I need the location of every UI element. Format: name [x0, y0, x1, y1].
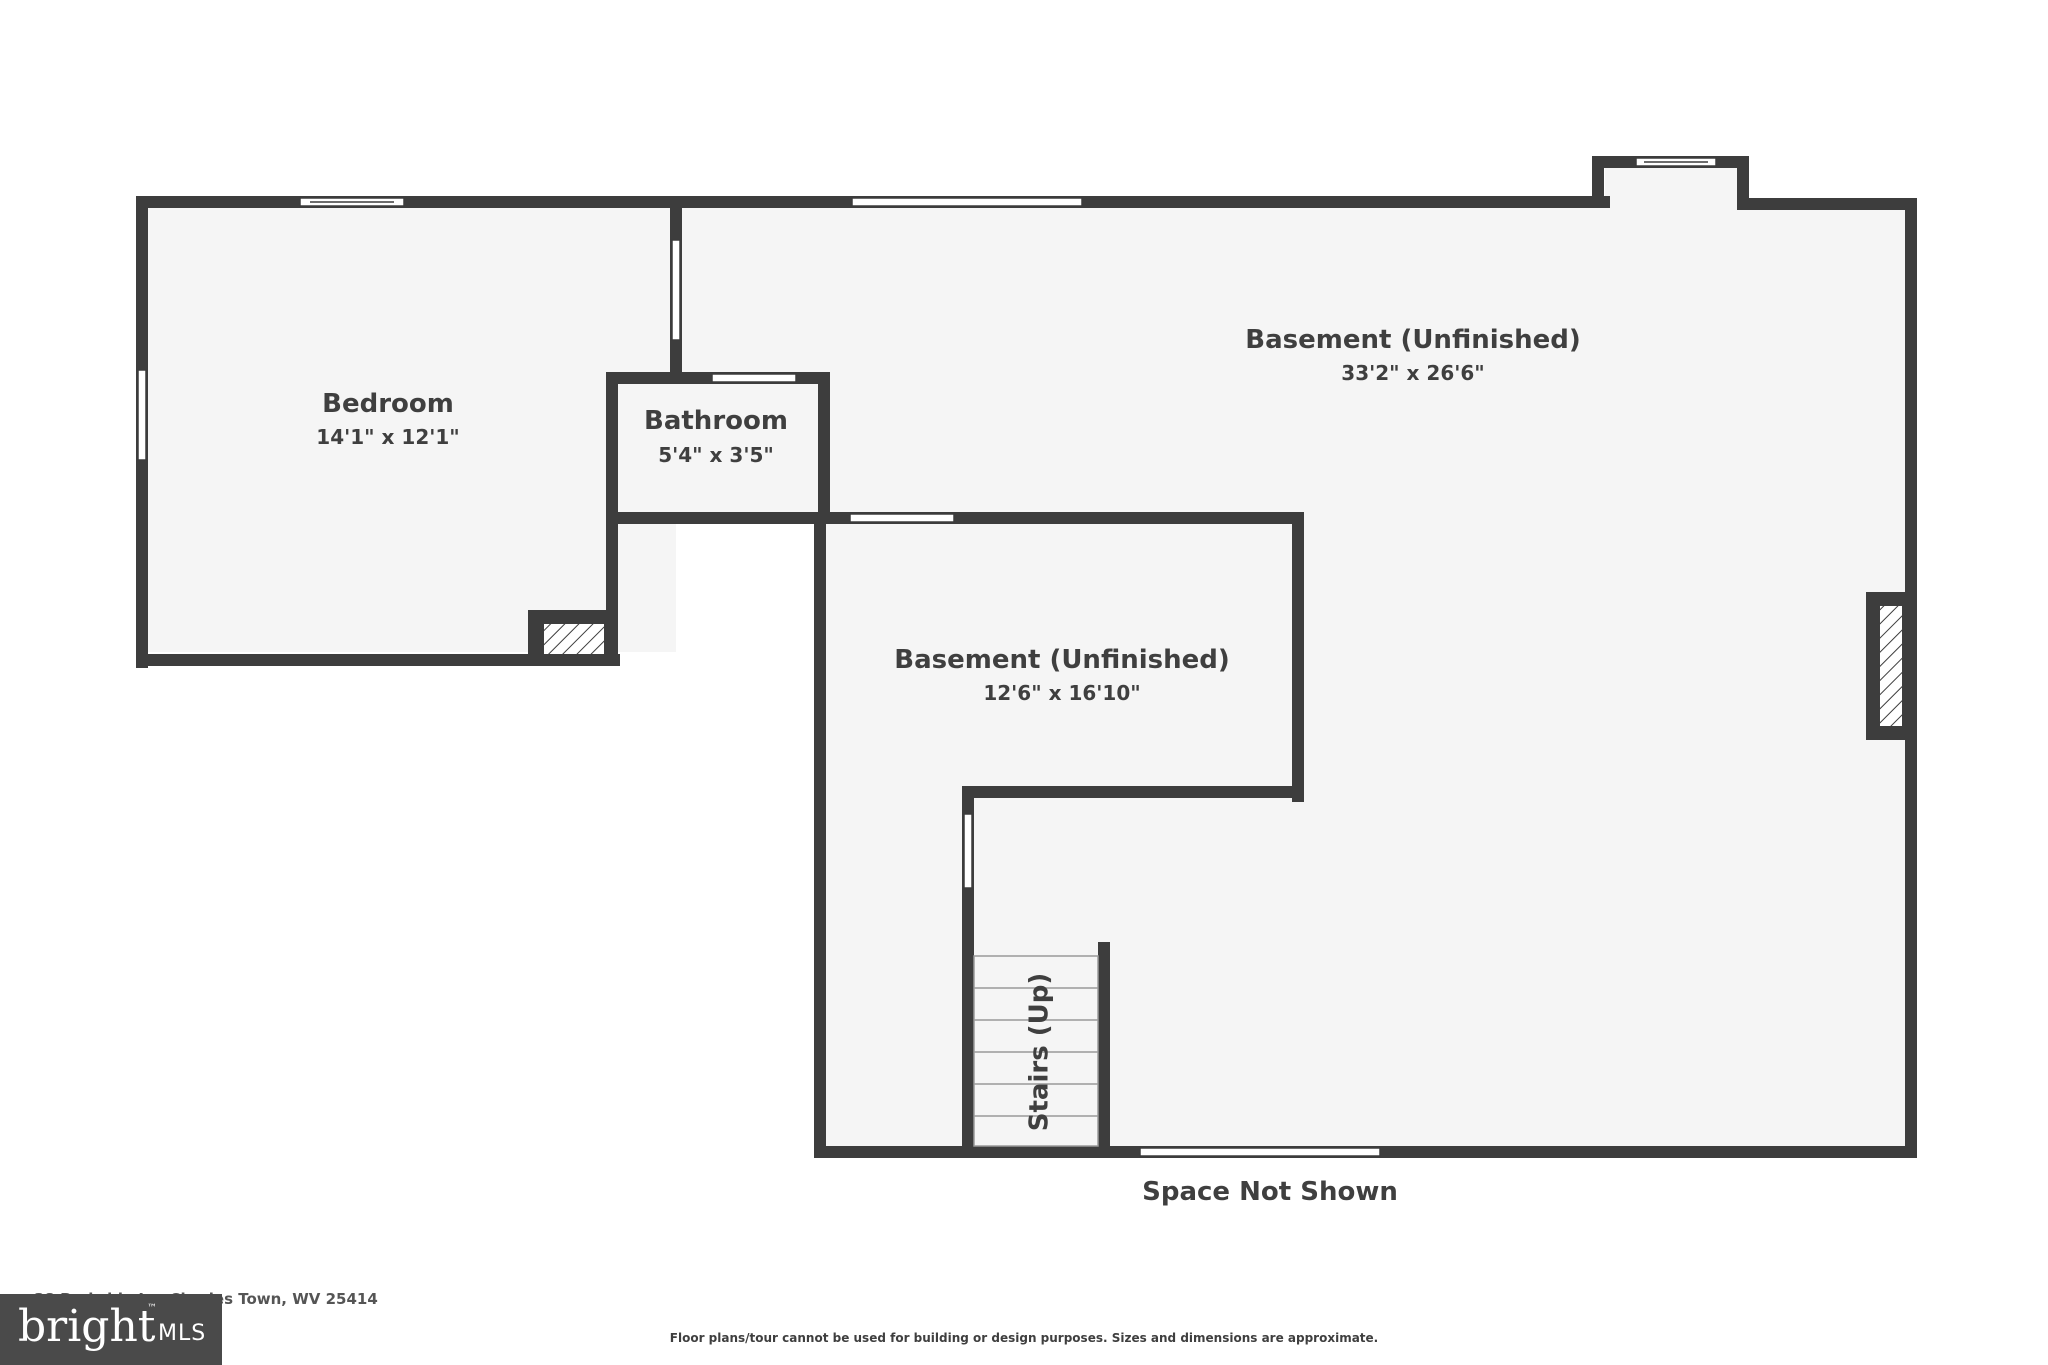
basement-main-floor [676, 166, 1905, 1146]
disclaimer-text: Floor plans/tour cannot be used for buil… [669, 1331, 1379, 1345]
windows [137, 157, 1717, 1157]
room-dim-bedroom: 14'1" x 12'1" [316, 425, 459, 449]
floor-fills [146, 166, 1905, 1146]
bedroom-chimney-hatch [544, 624, 604, 654]
room-dim-basement-main: 33'2" x 26'6" [1341, 361, 1484, 385]
window-small-left [963, 813, 973, 889]
room-labels: Bedroom 14'1" x 12'1" Bathroom 5'4" x 3'… [316, 325, 1580, 705]
room-name-basement-main: Basement (Unfinished) [1245, 325, 1581, 355]
brand-logo-text: bright [18, 1301, 156, 1352]
stairs-label: Stairs (Up) [1025, 973, 1055, 1131]
basement-chimney-hatch [1880, 606, 1902, 726]
wall-bottom-bedroom [136, 654, 620, 666]
room-name-bedroom: Bedroom [322, 389, 454, 419]
wall-bump-right [1737, 156, 1749, 208]
brand-logo-suffix: MLS [158, 1321, 207, 1346]
brand-logo-badge [0, 1294, 222, 1365]
stairs: Stairs (Up) [973, 955, 1099, 1147]
room-dim-basement-small: 12'6" x 16'10" [983, 681, 1140, 705]
window-bath-top [711, 373, 797, 383]
space-not-shown-note: Space Not Shown [1142, 1177, 1398, 1207]
basement-small-floor [822, 520, 1290, 1146]
wall-bath-right [818, 372, 830, 522]
window-partition [671, 239, 681, 341]
wall-stair-right [1098, 942, 1110, 1158]
wall-top-right [1737, 198, 1917, 210]
room-dim-bathroom: 5'4" x 3'5" [658, 443, 774, 467]
window-basement-top [851, 197, 1083, 207]
wall-bump-left [1592, 156, 1604, 208]
wall-small-bottom [962, 786, 1304, 798]
window-bottom [1139, 1147, 1381, 1157]
room-name-bathroom: Bathroom [644, 406, 788, 436]
wall-small-right [1292, 512, 1304, 802]
room-name-basement-small: Basement (Unfinished) [894, 645, 1230, 675]
bedroom-floor [146, 206, 676, 652]
wall-left-lower [814, 518, 826, 1158]
wall-bath-bottom [606, 512, 1304, 524]
window-bedroom-left [137, 369, 147, 461]
brand-trademark: ™ [147, 1303, 157, 1314]
window-small-top [849, 513, 955, 523]
